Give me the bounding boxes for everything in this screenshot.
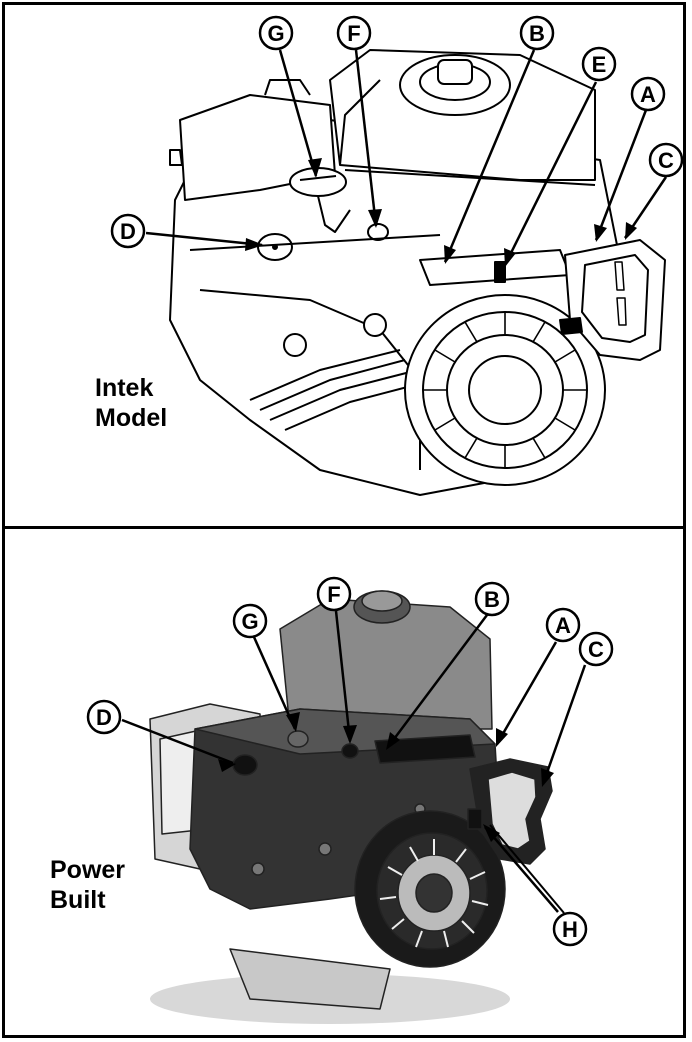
svg-text:D: D	[96, 705, 112, 730]
panel-divider	[2, 526, 686, 529]
callout-e: E	[581, 46, 617, 82]
svg-text:E: E	[592, 52, 607, 77]
intek-arrowheads	[245, 158, 637, 267]
callout-g: G	[258, 15, 294, 51]
power-built-callouts: G F B A C D H	[86, 576, 614, 947]
callout-b: B	[519, 15, 555, 51]
callout-d: D	[110, 213, 146, 249]
svg-text:A: A	[555, 613, 571, 638]
callout-a: A	[545, 607, 581, 643]
callout-a: A	[630, 76, 666, 112]
intek-callouts: G F B E A C D	[110, 15, 684, 249]
intek-engine-illustration	[169, 49, 666, 496]
power-built-arrowheads	[218, 712, 554, 842]
power-built-leader-lines	[121, 610, 587, 913]
power-built-model-label: Power Built	[50, 856, 126, 914]
callout-c: C	[648, 142, 684, 178]
callout-c: C	[578, 631, 614, 667]
svg-text:F: F	[347, 21, 360, 46]
callout-f: F	[336, 15, 372, 51]
callout-h: H	[552, 911, 588, 947]
callout-g: G	[232, 603, 268, 639]
intek-model-label: Intek Model	[95, 374, 168, 432]
intek-engine-panel: G F B E A C D	[110, 15, 684, 496]
svg-text:A: A	[640, 82, 656, 107]
svg-text:C: C	[588, 637, 604, 662]
svg-text:C: C	[658, 148, 674, 173]
h-leader-secondary	[489, 824, 565, 914]
svg-text:H: H	[562, 917, 578, 942]
power-built-engine-illustration	[149, 590, 553, 1024]
svg-text:B: B	[484, 587, 500, 612]
svg-text:G: G	[241, 609, 258, 634]
svg-text:D: D	[120, 219, 136, 244]
intek-leader-lines	[145, 49, 668, 266]
svg-text:B: B	[529, 21, 545, 46]
callout-f: F	[316, 576, 352, 612]
svg-text:G: G	[267, 21, 284, 46]
power-built-engine-panel: G F B A C D H	[86, 576, 614, 1024]
callout-d: D	[86, 699, 122, 735]
svg-text:F: F	[327, 582, 340, 607]
callout-b: B	[474, 581, 510, 617]
